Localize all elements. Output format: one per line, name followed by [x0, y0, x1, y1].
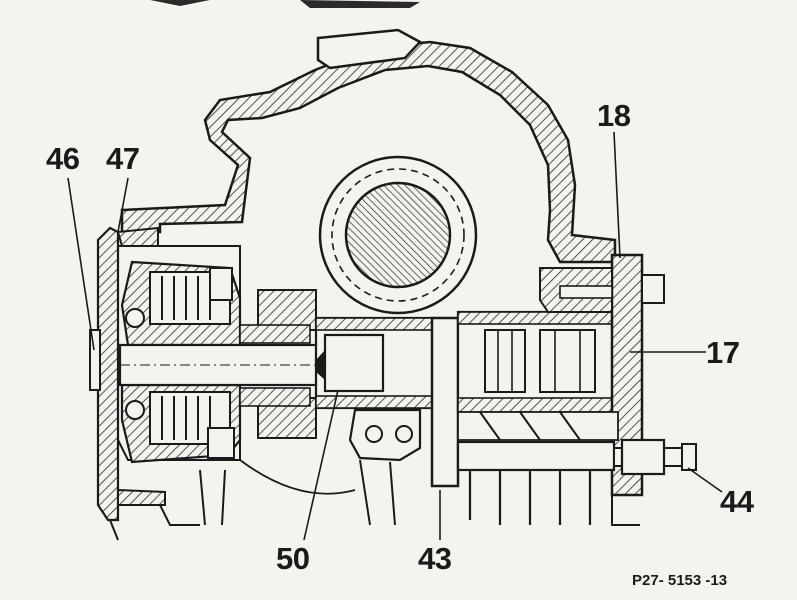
piston-plate	[430, 316, 460, 488]
sector-shaft	[318, 155, 478, 315]
housing-shell	[120, 40, 617, 264]
right-end-plate	[539, 253, 665, 497]
lower-bracket	[348, 408, 422, 526]
adjusting-nut	[239, 289, 317, 439]
bearing-housing	[117, 245, 241, 461]
sector-arc	[239, 459, 356, 495]
input-shaft	[118, 343, 322, 387]
callout-18: 18	[597, 98, 631, 133]
end-cover	[89, 226, 166, 522]
filler-plug	[316, 28, 423, 70]
top-edge-fragment	[300, 0, 420, 8]
callout-43: 43	[418, 541, 452, 576]
worm-sleeve	[314, 316, 438, 410]
callout-46: 46	[46, 141, 80, 176]
lower-roller-bearing	[120, 383, 242, 464]
drawing-reference: P27- 5153 -13	[632, 572, 728, 589]
callout-17: 17	[706, 335, 740, 370]
upper-roller-bearing	[120, 260, 242, 347]
lower-feet	[109, 469, 226, 541]
lower-housing	[457, 411, 640, 526]
tie-bolt	[456, 438, 697, 476]
top-edge-fragment	[150, 0, 210, 6]
valve-body	[456, 310, 620, 414]
leader-lines	[67, 131, 723, 541]
callout-44: 44	[720, 484, 754, 519]
callout-47: 47	[106, 141, 140, 176]
callout-50: 50	[276, 541, 310, 576]
